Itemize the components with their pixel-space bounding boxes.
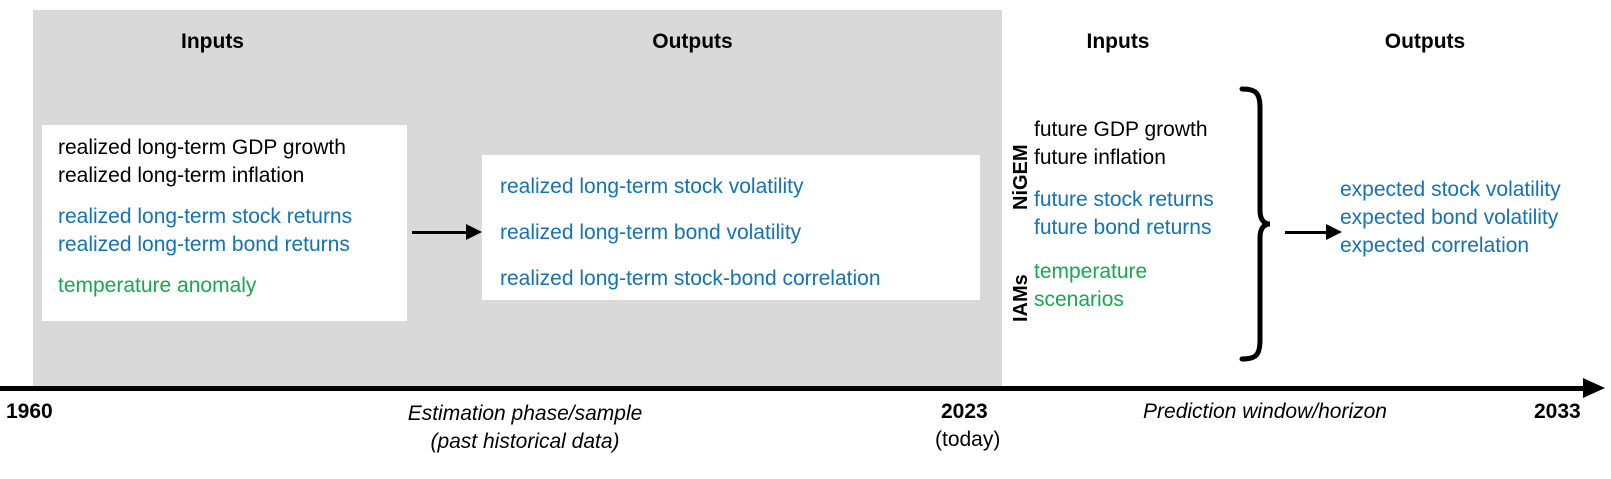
model-label-nigem: NiGEM bbox=[1010, 144, 1032, 210]
timeline-estimation-phase-line2: (past historical data) bbox=[430, 430, 620, 453]
estimation-output-bond-volatility: realized long-term bond volatility bbox=[500, 221, 802, 244]
estimation-inputs-climate-group: temperature anomaly bbox=[58, 272, 256, 300]
curly-brace-icon bbox=[1239, 86, 1271, 362]
prediction-output-correlation: expected correlation bbox=[1340, 234, 1530, 257]
prediction-output-stock-volatility: expected stock volatility bbox=[1340, 178, 1561, 201]
timeline-axis bbox=[0, 386, 1586, 391]
estimation-arrow-head-icon bbox=[466, 224, 482, 240]
prediction-output-bond-volatility: expected bond volatility bbox=[1340, 206, 1559, 229]
timeline-year-end: 2033 bbox=[1534, 400, 1581, 423]
prediction-input-bond-returns: future bond returns bbox=[1034, 216, 1212, 239]
prediction-input-gdp-growth: future GDP growth bbox=[1034, 118, 1208, 141]
estimation-input-inflation: realized long-term inflation bbox=[58, 164, 305, 187]
timeline-prediction-phase-label: Prediction window/horizon bbox=[1143, 400, 1387, 423]
prediction-input-scenarios: scenarios bbox=[1034, 288, 1124, 311]
prediction-inputs-financial-group: future stock returns future bond returns bbox=[1034, 186, 1214, 242]
heading-prediction-inputs: Inputs bbox=[1086, 30, 1150, 53]
model-label-iams: IAMs bbox=[1010, 274, 1032, 322]
timeline-year-start: 1960 bbox=[6, 400, 53, 423]
estimation-output-stock-volatility: realized long-term stock volatility bbox=[500, 175, 804, 198]
prediction-arrow-shaft bbox=[1285, 231, 1329, 234]
heading-estimation-outputs: Outputs bbox=[652, 30, 733, 53]
estimation-outputs-group: realized long-term stock volatility real… bbox=[500, 164, 881, 302]
estimation-inputs-box bbox=[42, 125, 407, 321]
prediction-inputs-macro-group: future GDP growth future inflation bbox=[1034, 116, 1208, 172]
estimation-inputs-macro-group: realized long-term GDP growth realized l… bbox=[58, 134, 346, 190]
prediction-inputs-climate-group: temperature scenarios bbox=[1034, 258, 1147, 314]
estimation-input-stock-returns: realized long-term stock returns bbox=[58, 205, 353, 228]
timeline-year-today: 2023 bbox=[941, 400, 988, 423]
timeline-arrow-head-icon bbox=[1583, 378, 1605, 398]
prediction-outputs-group: expected stock volatility expected bond … bbox=[1340, 176, 1561, 260]
prediction-input-stock-returns: future stock returns bbox=[1034, 188, 1214, 211]
estimation-inputs-financial-group: realized long-term stock returns realize… bbox=[58, 203, 352, 259]
prediction-arrow-head-icon bbox=[1326, 224, 1342, 240]
estimation-arrow-shaft bbox=[412, 231, 468, 234]
estimation-output-stock-bond-correlation: realized long-term stock-bond correlatio… bbox=[500, 267, 881, 290]
estimation-input-gdp-growth: realized long-term GDP growth bbox=[58, 136, 346, 159]
prediction-input-inflation: future inflation bbox=[1034, 146, 1166, 169]
prediction-input-temperature: temperature bbox=[1034, 260, 1148, 283]
estimation-outputs-box bbox=[482, 155, 980, 300]
heading-estimation-inputs: Inputs bbox=[181, 30, 244, 53]
timeline-today-note: (today) bbox=[935, 428, 1001, 451]
estimation-input-bond-returns: realized long-term bond returns bbox=[58, 233, 350, 256]
estimation-input-temperature-anomaly: temperature anomaly bbox=[58, 274, 257, 297]
timeline-estimation-phase-line1: Estimation phase/sample bbox=[407, 402, 643, 425]
heading-prediction-outputs: Outputs bbox=[1384, 30, 1466, 53]
timeline-estimation-phase-label: Estimation phase/sample (past historical… bbox=[290, 400, 760, 456]
